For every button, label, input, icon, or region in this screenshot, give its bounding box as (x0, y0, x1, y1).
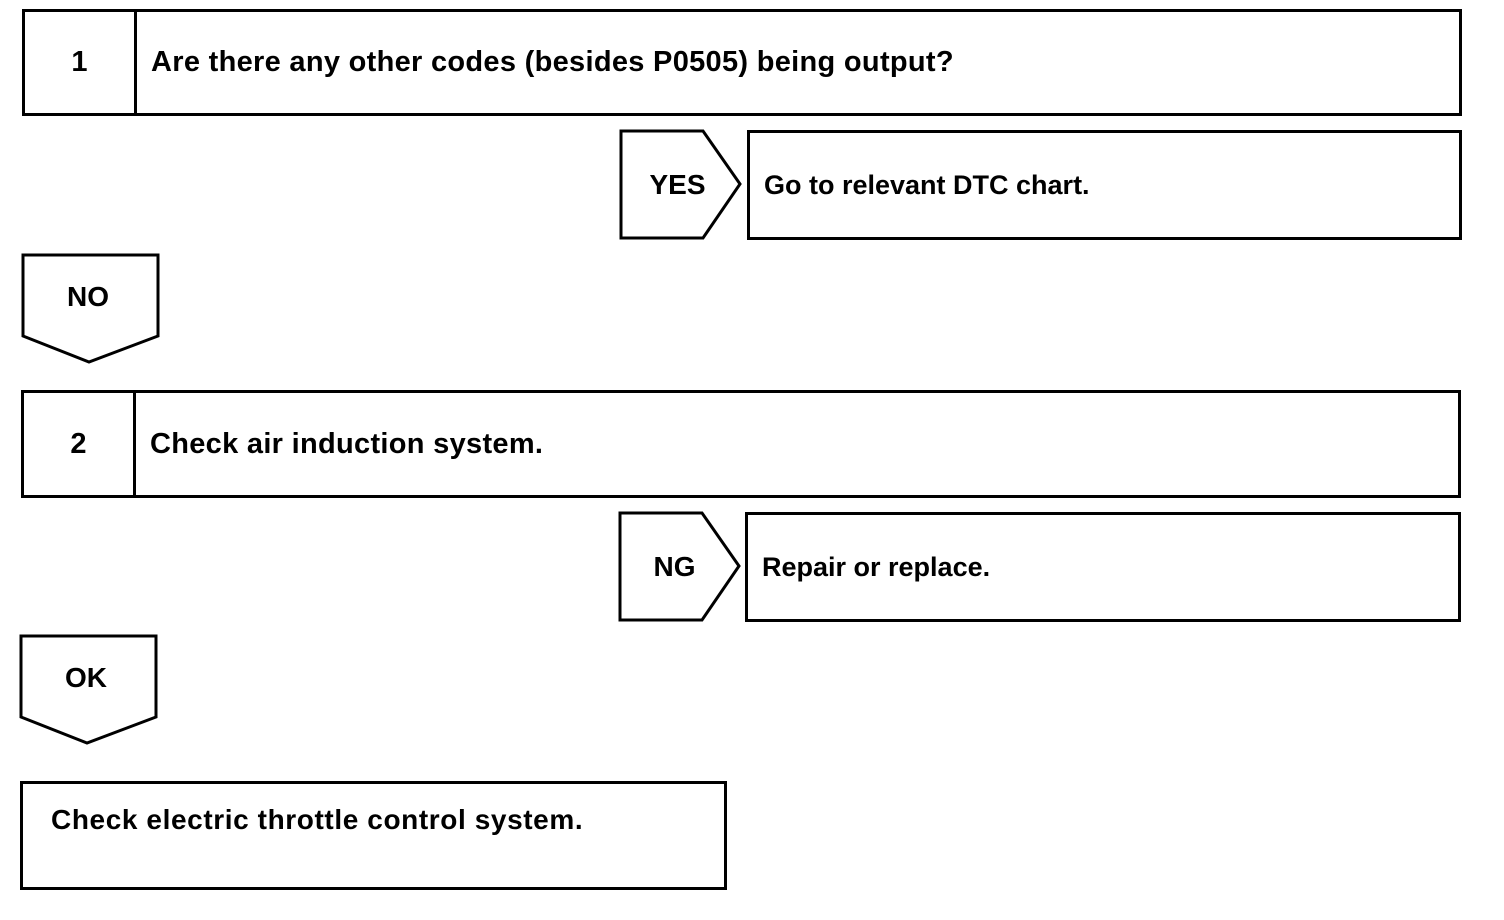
yes-result-box: Go to relevant DTC chart. (747, 130, 1462, 240)
ng-result-box: Repair or replace. (745, 512, 1461, 622)
ng-arrow-icon (618, 511, 741, 622)
step-2-number: 2 (24, 393, 136, 495)
ok-arrow-icon (19, 634, 158, 745)
final-action-box: Check electric throttle control system. (20, 781, 727, 890)
no-arrow-icon (21, 253, 160, 364)
step-2-box: 2 Check air induction system. (21, 390, 1461, 498)
yes-arrow-icon (619, 129, 742, 240)
step-1-box: 1 Are there any other codes (besides P05… (22, 9, 1462, 116)
step-1-text: Are there any other codes (besides P0505… (151, 46, 954, 78)
step-2-text: Check air induction system. (150, 427, 544, 460)
ng-label: NG (653, 550, 696, 582)
yes-label: YES (649, 168, 706, 200)
ok-label: OK (65, 662, 107, 693)
step-1-number: 1 (25, 12, 137, 113)
no-label: NO (67, 281, 109, 312)
